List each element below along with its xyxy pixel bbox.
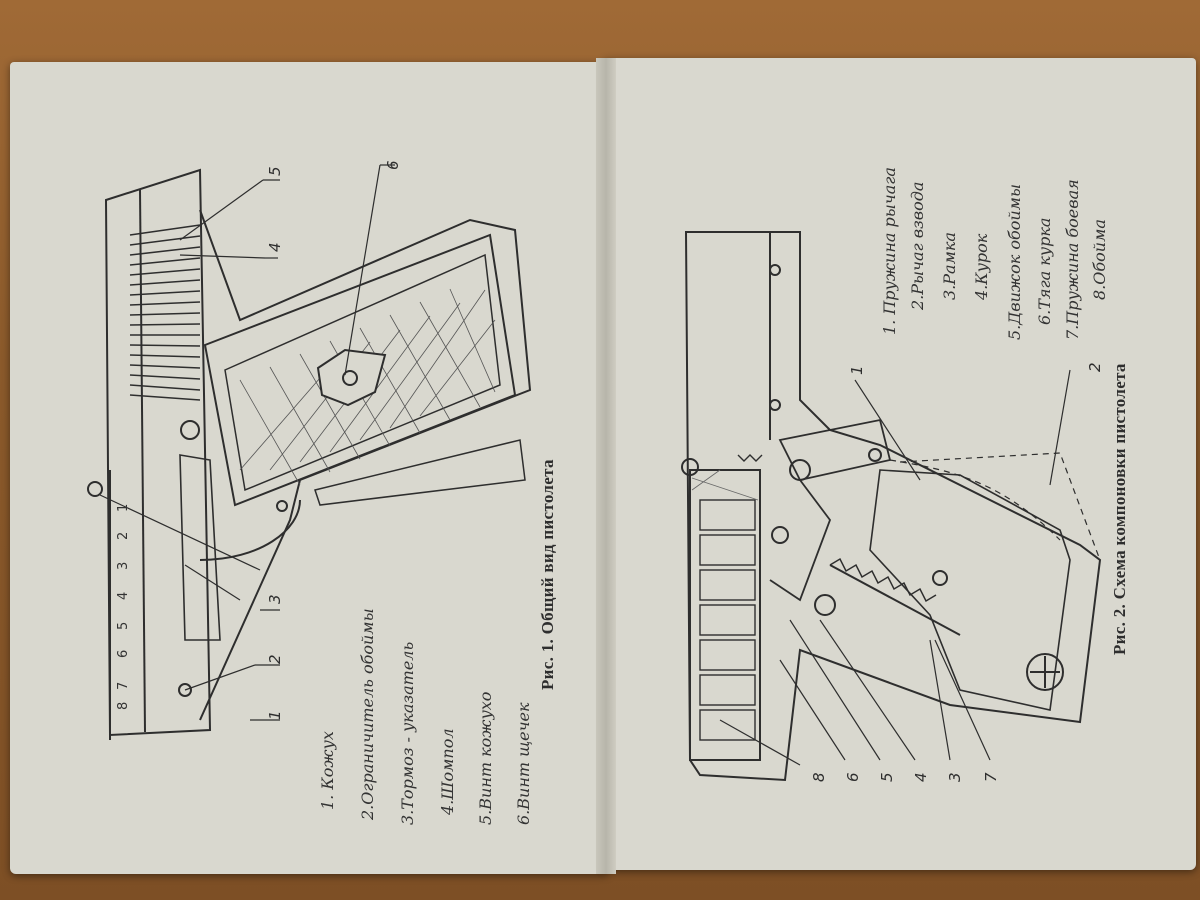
- legend-item: 4.Курок: [972, 233, 991, 300]
- scale-mark: 2: [116, 531, 131, 540]
- legend-item: 3.Рамка: [940, 232, 959, 300]
- legend-item: 2.Ограничитель обоймы: [358, 608, 377, 820]
- legend-item: 7.Пружина боевая: [1063, 179, 1082, 340]
- callout-label: 8: [810, 772, 828, 782]
- legend-item: 1. Кожух: [318, 731, 337, 810]
- pistol-layout-schematic-drawing: [681, 231, 1102, 782]
- callout-label: 3: [946, 772, 964, 782]
- callout-label: 2: [266, 654, 284, 664]
- callout-label: 1: [848, 365, 866, 375]
- legend-item: 1. Пружина рычага: [880, 167, 899, 335]
- legend-item: 3.Тормоз - указатель: [398, 641, 417, 825]
- figure-1-caption: Рис. 1. Общий вид пистолета: [538, 459, 557, 690]
- legend-item: 6.Тяга курка: [1035, 217, 1054, 325]
- figure-2-caption: Рис. 2. Схема компоновки пистолета: [1110, 363, 1129, 655]
- scale-mark: 7: [116, 681, 131, 690]
- callout-label: 5: [266, 166, 284, 176]
- scale-mark: 8: [116, 701, 131, 710]
- callout-label: 4: [266, 242, 284, 252]
- scale-mark: 6: [116, 649, 131, 658]
- callout-label: 5: [878, 772, 896, 782]
- scale-mark: 1: [116, 503, 131, 512]
- legend-item: 2.Рычаг взвода: [908, 181, 927, 310]
- pistol-general-view-drawing: [87, 164, 532, 740]
- right-page: [604, 58, 1196, 870]
- callout-label: 3: [266, 594, 284, 604]
- callout-label: 6: [844, 772, 862, 782]
- legend-item: 6.Винт щечек: [514, 702, 533, 825]
- scale-mark: 3: [116, 561, 131, 570]
- callout-label: 1: [266, 710, 284, 720]
- scale-mark: 5: [116, 621, 131, 630]
- callout-label: 7: [982, 772, 1000, 782]
- legend-item: 8.Обойма: [1090, 219, 1109, 300]
- callout-label: 2: [1086, 362, 1104, 372]
- callout-label: 6: [384, 160, 402, 170]
- book-spine: [596, 58, 616, 874]
- callout-label: 4: [912, 772, 930, 782]
- legend-item: 5.Винт кожухо: [476, 691, 495, 825]
- legend-item: 4.Шомпол: [438, 728, 457, 815]
- legend-item: 5.Движок обоймы: [1005, 184, 1024, 340]
- scale-mark: 4: [116, 591, 131, 600]
